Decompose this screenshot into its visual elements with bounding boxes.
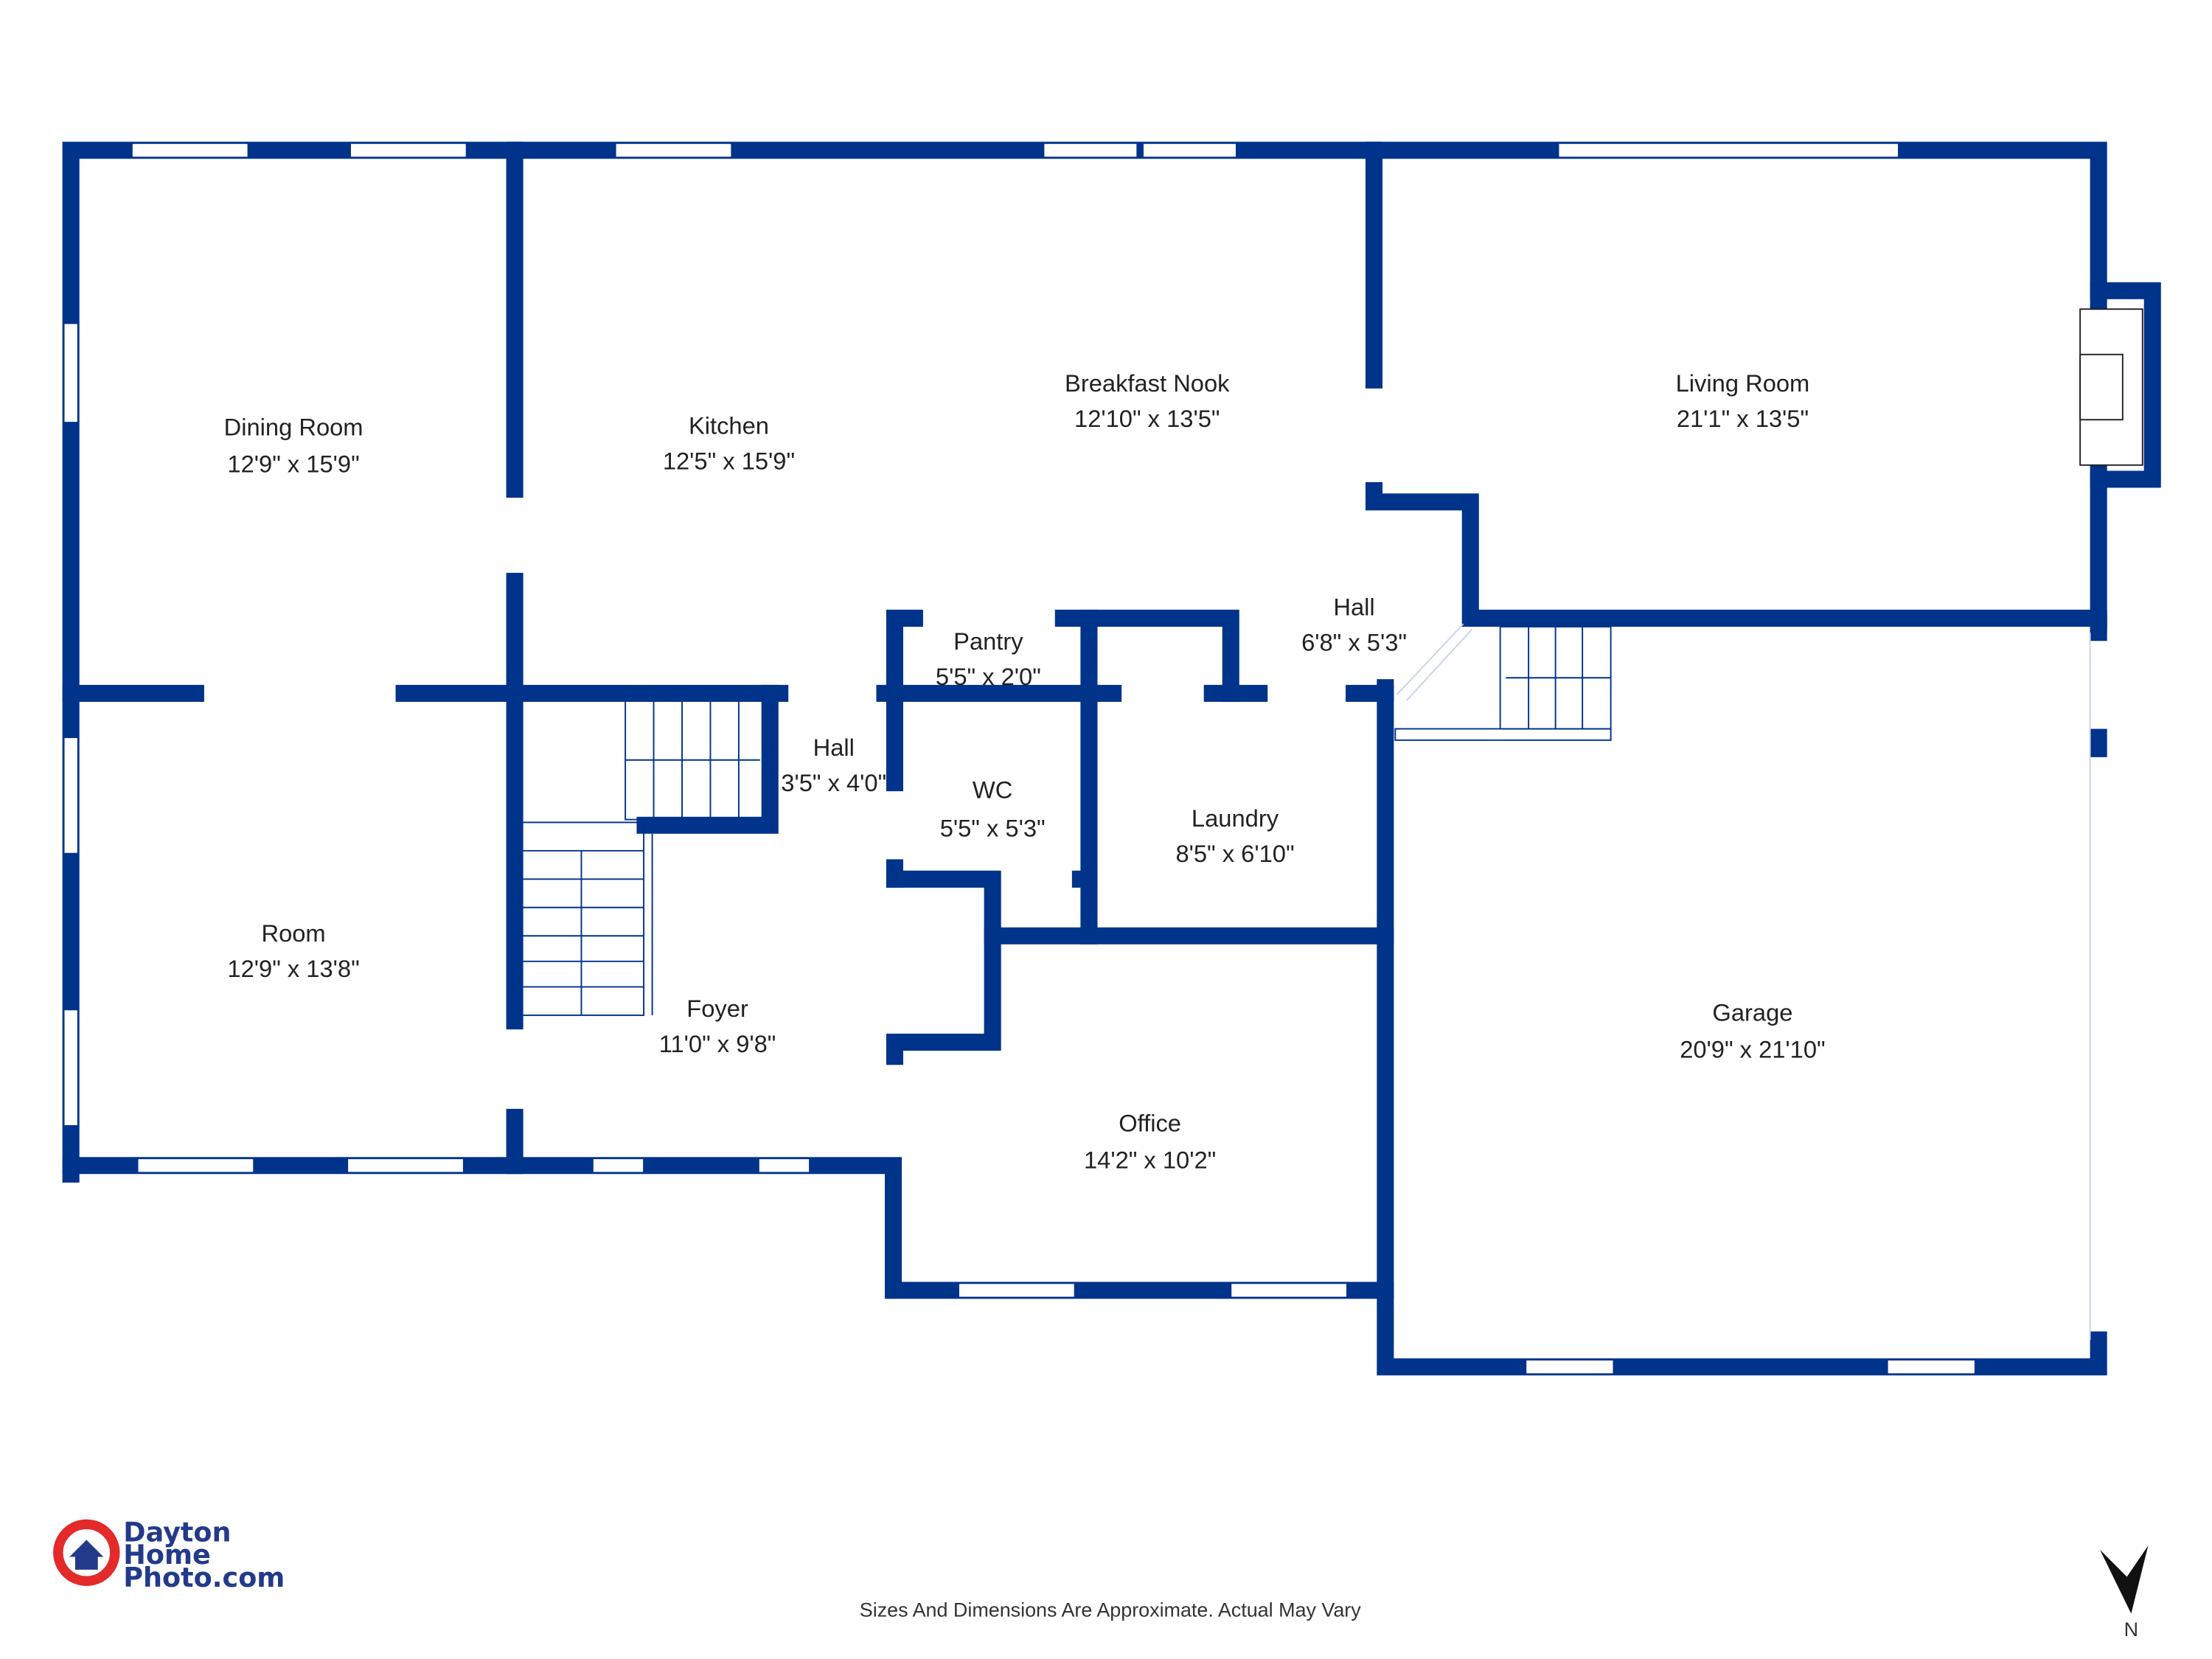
logo-text-line1: Dayton — [123, 1516, 231, 1548]
room-hall-upper: Hall 6'8" x 5'3" — [1301, 594, 1407, 656]
room-name: Pantry — [953, 627, 1023, 655]
disclaimer: Sizes And Dimensions Are Approximate. Ac… — [860, 1599, 1361, 1621]
room-dims: 3'5" x 4'0" — [781, 769, 886, 796]
room-room: Room 12'9" x 13'8" — [227, 919, 359, 982]
room-dims: 12'5" x 15'9" — [663, 448, 795, 475]
room-name: Office — [1119, 1110, 1181, 1137]
logo-ring-icon — [53, 1519, 120, 1586]
compass: N — [2100, 1545, 2149, 1641]
room-dims: 14'2" x 10'2" — [1084, 1147, 1216, 1174]
room-name: Dining Room — [224, 413, 364, 440]
room-name: Laundry — [1192, 804, 1279, 832]
room-laundry: Laundry 8'5" x 6'10" — [1175, 804, 1294, 867]
room-dims: 11'0" x 9'8" — [659, 1030, 776, 1057]
walls — [62, 142, 2161, 1376]
room-dims: 20'9" x 21'10" — [1680, 1036, 1825, 1063]
room-dims: 12'9" x 15'9" — [227, 450, 359, 477]
room-name: Hall — [1333, 594, 1374, 621]
room-dims: 6'8" x 5'3" — [1301, 629, 1407, 656]
room-name: Breakfast Nook — [1065, 369, 1230, 397]
stairs — [521, 626, 1612, 1016]
room-dining-room: Dining Room 12'9" x 15'9" — [224, 413, 364, 477]
room-dims: 5'5" x 5'3" — [940, 815, 1046, 842]
room-dims: 12'10" x 13'5" — [1074, 405, 1220, 432]
room-name: Room — [261, 919, 325, 947]
house-icon — [69, 1540, 104, 1570]
room-name: Foyer — [686, 995, 748, 1022]
room-dims: 12'9" x 13'8" — [227, 955, 359, 982]
room-dims: 21'1" x 13'5" — [1677, 405, 1809, 432]
room-dims: 5'5" x 2'0" — [936, 663, 1041, 690]
north-label: N — [2124, 1618, 2138, 1641]
windows — [63, 142, 1976, 1375]
room-name: Hall — [813, 734, 855, 761]
room-office: Office 14'2" x 10'2" — [1084, 1110, 1216, 1174]
room-kitchen: Kitchen 12'5" x 15'9" — [663, 411, 795, 474]
room-name: Garage — [1712, 999, 1792, 1026]
room-foyer: Foyer 11'0" x 9'8" — [659, 995, 776, 1057]
room-pantry: Pantry 5'5" x 2'0" — [936, 627, 1041, 690]
logo: Dayton Home Photo.com — [53, 1516, 285, 1593]
logo-text-line2: Home — [123, 1539, 210, 1571]
room-name: WC — [973, 776, 1012, 804]
room-name: Kitchen — [689, 411, 769, 439]
room-living-room: Living Room 21'1" x 13'5" — [1676, 369, 1810, 432]
room-wc: WC 5'5" x 5'3" — [940, 776, 1046, 842]
room-garage: Garage 20'9" x 21'10" — [1680, 999, 1825, 1063]
room-dims: 8'5" x 6'10" — [1175, 840, 1294, 867]
north-arrow-icon — [2100, 1545, 2149, 1614]
logo-text-line3: Photo.com — [123, 1562, 285, 1593]
room-name: Living Room — [1676, 369, 1810, 397]
room-hall-lower: Hall 3'5" x 4'0" — [781, 734, 886, 796]
room-breakfast-nook: Breakfast Nook 12'10" x 13'5" — [1065, 369, 1230, 432]
